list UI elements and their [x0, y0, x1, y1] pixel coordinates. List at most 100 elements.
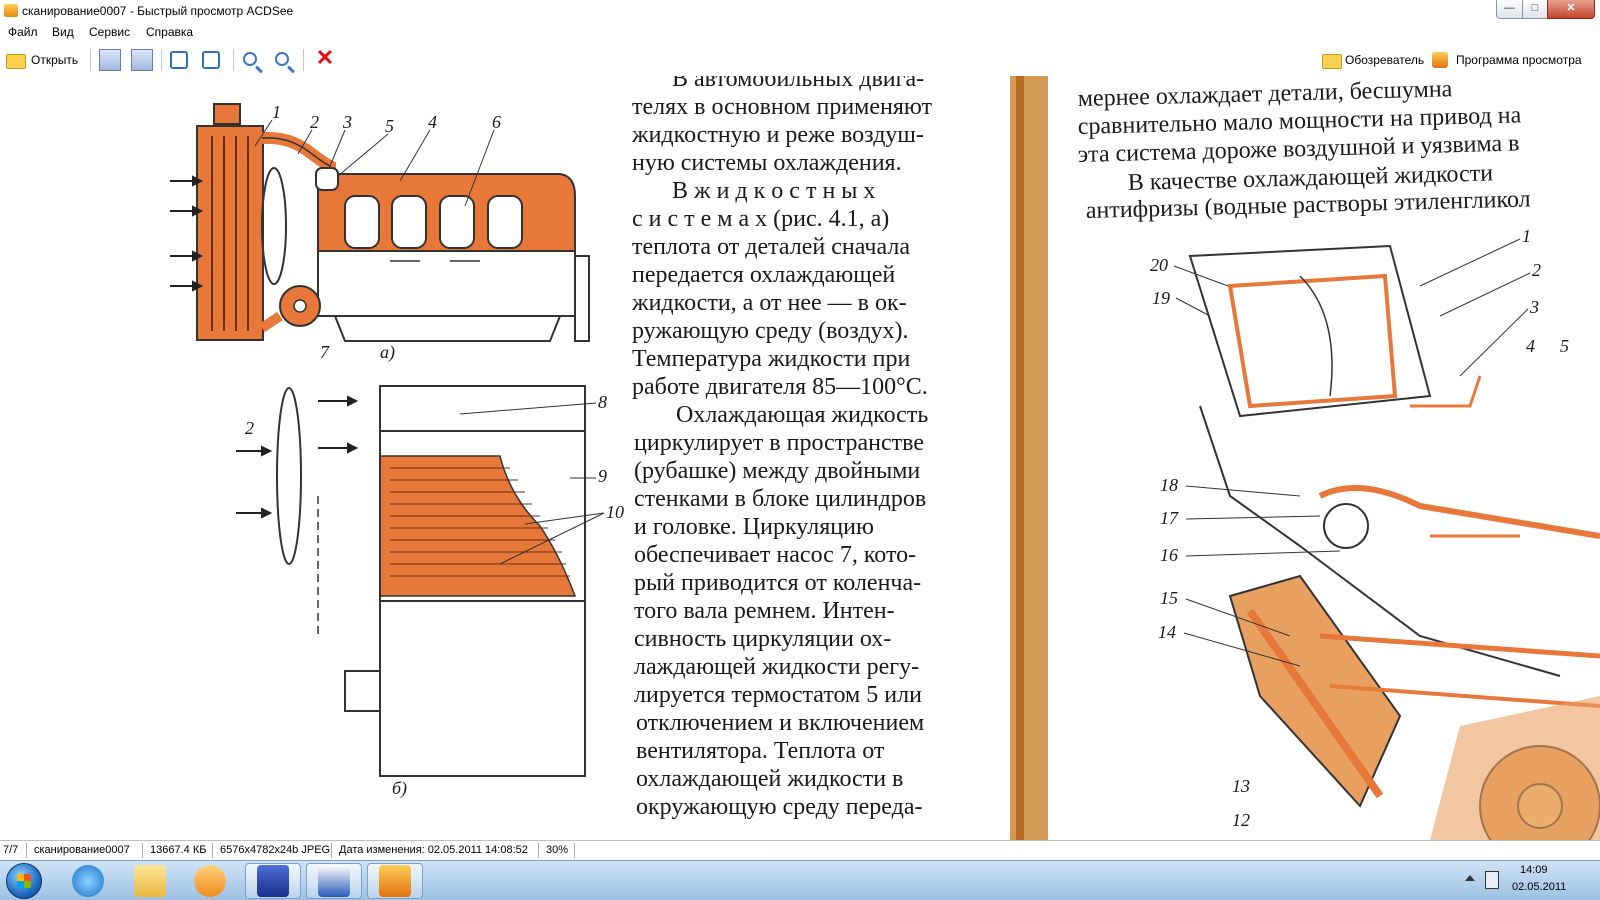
- clock-time[interactable]: 14:09: [1520, 864, 1548, 876]
- rotate-left-icon[interactable]: [170, 51, 188, 69]
- fig-a-label-6: 6: [492, 112, 501, 132]
- clock-date[interactable]: 02.05.2011: [1512, 881, 1567, 893]
- rotate-right-icon[interactable]: [202, 51, 220, 69]
- right-page-text: мернее охлаждает детали, бесшумна сравни…: [1077, 76, 1530, 224]
- svg-text:ную системы охлаждения.: ную системы охлаждения.: [632, 150, 902, 176]
- left-page-text: В автомобильных двига- телях в основном …: [631, 76, 933, 820]
- fig-b-label-8: 8: [598, 392, 607, 412]
- maximize-button[interactable]: □: [1522, 0, 1548, 19]
- svg-text:3: 3: [1529, 297, 1539, 317]
- fig-a-label-3: 3: [342, 112, 352, 132]
- acdsee-icon: [379, 865, 411, 897]
- browser-folder-icon: [1322, 54, 1342, 69]
- svg-text:и головке. Циркуляцию: и головке. Циркуляцию: [634, 514, 874, 540]
- open-button[interactable]: [4, 49, 26, 71]
- menu-file[interactable]: Файл: [8, 25, 38, 39]
- svg-text:Температура жидкости при: Температура жидкости при: [632, 346, 910, 372]
- minimize-button[interactable]: —: [1496, 0, 1523, 19]
- svg-text:телях в основном применяют: телях в основном применяют: [632, 94, 933, 120]
- fig-a-label-2: 2: [310, 112, 319, 132]
- status-filesize: 13667.4 КБ: [150, 844, 207, 856]
- status-separator: [212, 843, 213, 858]
- svg-text:12: 12: [1232, 810, 1250, 830]
- svg-text:охлаждающей жидкости в: охлаждающей жидкости в: [636, 766, 903, 792]
- taskbar: 14:09 02.05.2011: [0, 860, 1600, 900]
- file-explorer-icon[interactable]: [134, 865, 166, 897]
- internet-explorer-icon[interactable]: [72, 865, 104, 897]
- svg-text:16: 16: [1160, 545, 1178, 565]
- svg-text:передается охлаждающей: передается охлаждающей: [632, 262, 895, 288]
- system-tray: [1455, 863, 1600, 899]
- figure-b-cooling-scheme: 2 8 9 10 б): [236, 385, 624, 799]
- status-separator: [331, 843, 332, 858]
- title-bar: сканирование0007 - Быстрый просмотр ACDS…: [0, 0, 1600, 22]
- device-icon[interactable]: [1485, 871, 1499, 889]
- zoom-in-icon[interactable]: [243, 52, 257, 66]
- image-viewer[interactable]: 1 2 3 5 4 6 7 а): [0, 76, 1600, 840]
- svg-text:вентилятора. Теплота от: вентилятора. Теплота от: [636, 738, 885, 764]
- menu-view[interactable]: Вид: [52, 25, 74, 39]
- start-button[interactable]: [6, 863, 42, 899]
- fig-b-label-2: 2: [245, 418, 254, 438]
- svg-text:сивность циркуляции ох-: сивность циркуляции ох-: [634, 626, 891, 652]
- svg-text:жидкости, а от нее — в ок-: жидкости, а от нее — в ок-: [631, 290, 907, 316]
- svg-text:1: 1: [1522, 226, 1531, 246]
- menu-help[interactable]: Справка: [146, 25, 194, 39]
- fig-b-label-10: 10: [606, 502, 624, 522]
- svg-text:(рубашке) между двойными: (рубашке) между двойными: [634, 458, 920, 484]
- toolbar: Открыть ✕ Обозреватель Программа просмот…: [0, 42, 1600, 76]
- svg-text:рый приводится от коленча-: рый приводится от коленча-: [634, 570, 921, 596]
- floppy-save-icon: [257, 865, 289, 897]
- svg-text:с и с т е м а х (рис. 4.1, а): с и с т е м а х (рис. 4.1, а): [632, 206, 889, 232]
- svg-text:17: 17: [1160, 508, 1179, 528]
- toolbar-separator: [233, 49, 234, 71]
- fig-a-caption: а): [380, 342, 395, 363]
- svg-text:20: 20: [1150, 255, 1168, 275]
- taskbar-app-acdsee[interactable]: [367, 863, 423, 899]
- svg-text:того вала ремнем. Интен-: того вала ремнем. Интен-: [634, 598, 895, 624]
- svg-text:работе двигателя 85—100°С.: работе двигателя 85—100°С.: [632, 374, 928, 400]
- figure-engine-cutaway: 20 19 1 2 3 4 5 18 17 16 15 14 13 12: [1150, 226, 1600, 840]
- delete-icon[interactable]: ✕: [315, 45, 335, 70]
- viewer-app-icon[interactable]: [1432, 52, 1448, 68]
- show-hidden-icons-icon[interactable]: [1465, 875, 1475, 881]
- scanned-page-image: 1 2 3 5 4 6 7 а): [0, 76, 1600, 840]
- svg-text:лаждающей жидкости регу-: лаждающей жидкости регу-: [634, 654, 919, 680]
- status-bar: 7/7 сканирование0007 13667.4 КБ 6576x478…: [0, 840, 1600, 860]
- fig-a-label-5: 5: [385, 116, 394, 136]
- windows-logo-icon: [17, 874, 31, 888]
- window-title: сканирование0007 - Быстрый просмотр ACDS…: [22, 4, 294, 18]
- menu-service[interactable]: Сервис: [89, 25, 131, 39]
- svg-text:стенками в блоке цилиндров: стенками в блоке цилиндров: [634, 486, 926, 512]
- fig-b-caption: б): [392, 778, 407, 799]
- svg-text:ружающую среду (воздух).: ружающую среду (воздух).: [632, 318, 909, 344]
- close-button[interactable]: ✕: [1547, 0, 1595, 19]
- fig-a-label-7: 7: [320, 342, 330, 362]
- svg-text:отключением и включением: отключением и включением: [636, 710, 924, 736]
- taskbar-app-save[interactable]: [245, 863, 301, 899]
- svg-text:2: 2: [1532, 260, 1541, 280]
- svg-text:18: 18: [1160, 475, 1178, 495]
- word-document-icon: [318, 865, 350, 897]
- status-dimensions: 6576x4782x24b JPEG: [220, 844, 331, 856]
- viewer-button-label: Программа просмотра: [1456, 53, 1582, 67]
- svg-text:циркулирует в пространстве: циркулирует в пространстве: [634, 430, 924, 456]
- zoom-out-icon[interactable]: [275, 52, 289, 66]
- status-separator: [574, 843, 575, 858]
- svg-text:В ж и д к о с т н ы х: В ж и д к о с т н ы х: [672, 178, 875, 204]
- status-zoom: 30%: [546, 844, 569, 856]
- status-filename: сканирование0007: [34, 844, 130, 856]
- toolbar-separator: [303, 49, 304, 71]
- media-player-icon[interactable]: [194, 865, 226, 897]
- set-wallpaper-icon[interactable]: [99, 49, 121, 71]
- open-button-label: Открыть: [31, 53, 79, 67]
- book-spine: [1010, 76, 1048, 840]
- svg-text:теплота от деталей сначала: теплота от деталей сначала: [632, 234, 910, 260]
- browser-button[interactable]: [1320, 49, 1342, 71]
- svg-text:Охлаждающая жидкость: Охлаждающая жидкость: [676, 402, 928, 428]
- taskbar-app-word[interactable]: [306, 863, 362, 899]
- svg-text:В автомобильных двига-: В автомобильных двига-: [672, 76, 924, 92]
- edit-image-icon[interactable]: [131, 49, 153, 71]
- svg-text:15: 15: [1160, 588, 1178, 608]
- fig-a-label-4: 4: [428, 112, 437, 132]
